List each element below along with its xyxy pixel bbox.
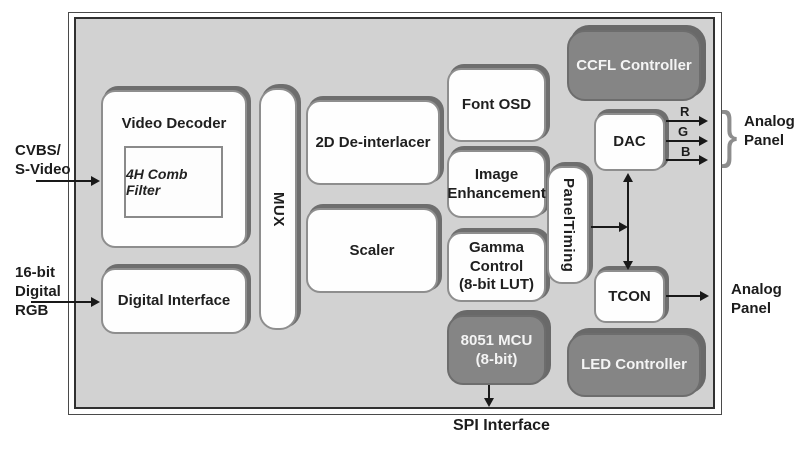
analog-panel-label-bottom: Analog Panel (731, 281, 782, 317)
block-font-osd: Font OSD (447, 68, 546, 142)
block-scaler: Scaler (306, 208, 438, 293)
block-2d-deinterlacer: 2D De-interlacer (306, 100, 440, 185)
mcu-label: 8051 MCU (8-bit) (460, 331, 533, 369)
arrow-head (699, 155, 708, 165)
comb-filter-label: 4H Comb Filter (126, 166, 188, 198)
block-8051-mcu: 8051 MCU (8-bit) (447, 315, 546, 385)
comb-filter-box: 4H Comb Filter (124, 146, 223, 218)
arrow-line (488, 385, 490, 399)
arrow-head (699, 136, 708, 146)
arrow-line (666, 295, 701, 297)
arrow-head-down (623, 261, 633, 270)
r-pin-label: R (680, 104, 690, 119)
led-controller-label: LED Controller (581, 356, 687, 374)
arrow-line (36, 180, 92, 182)
block-tcon: TCON (594, 270, 665, 323)
brace-icon: } (721, 100, 738, 169)
image-enhancement-label: Image Enhancement (447, 165, 546, 203)
video-decoder-label: Video Decoder (121, 115, 227, 132)
cvbs-input-label: CVBS/ S-Video (15, 142, 71, 178)
ccfl-controller-label: CCFL Controller (576, 56, 692, 74)
block-image-enhancement: Image Enhancement (447, 150, 546, 218)
block-digital-interface: Digital Interface (101, 268, 247, 334)
arrow-head (91, 176, 100, 186)
arrow-line (627, 181, 629, 262)
analog-panel-label-top: Analog Panel (744, 113, 795, 149)
scaler-label: Scaler (349, 241, 395, 259)
arrow-line (666, 120, 700, 122)
arrow-line (591, 226, 620, 228)
b-pin-label: B (681, 144, 691, 159)
block-dac: DAC (594, 113, 665, 171)
panel-timing-label: PanelTiming (559, 177, 577, 273)
font-osd-label: Font OSD (461, 96, 532, 114)
gamma-control-label: Gamma Control (8-bit LUT) (459, 238, 534, 294)
block-led-controller: LED Controller (567, 333, 701, 397)
block-mux: MUX (259, 88, 297, 330)
block-gamma-control: Gamma Control (8-bit LUT) (447, 232, 546, 302)
arrow-head (619, 222, 628, 232)
deinterlacer-label: 2D De-interlacer (315, 133, 431, 151)
arrow-head-up (623, 173, 633, 182)
spi-interface-label: SPI Interface (453, 417, 550, 434)
dac-label: DAC (613, 133, 646, 151)
arrow-head (700, 291, 709, 301)
arrow-head (91, 297, 100, 307)
rgb-input-label: 16-bit Digital RGB (15, 264, 61, 319)
arrow-line (666, 140, 700, 142)
g-pin-label: G (678, 124, 689, 139)
block-ccfl-controller: CCFL Controller (567, 30, 701, 101)
mux-label: MUX (269, 191, 287, 227)
arrow-line (666, 159, 700, 161)
arrow-line (31, 301, 92, 303)
tcon-label: TCON (608, 287, 651, 305)
digital-interface-label: Digital Interface (117, 292, 231, 310)
arrow-head (699, 116, 708, 126)
arrow-head (484, 398, 494, 407)
block-panel-timing: PanelTiming (547, 166, 589, 284)
